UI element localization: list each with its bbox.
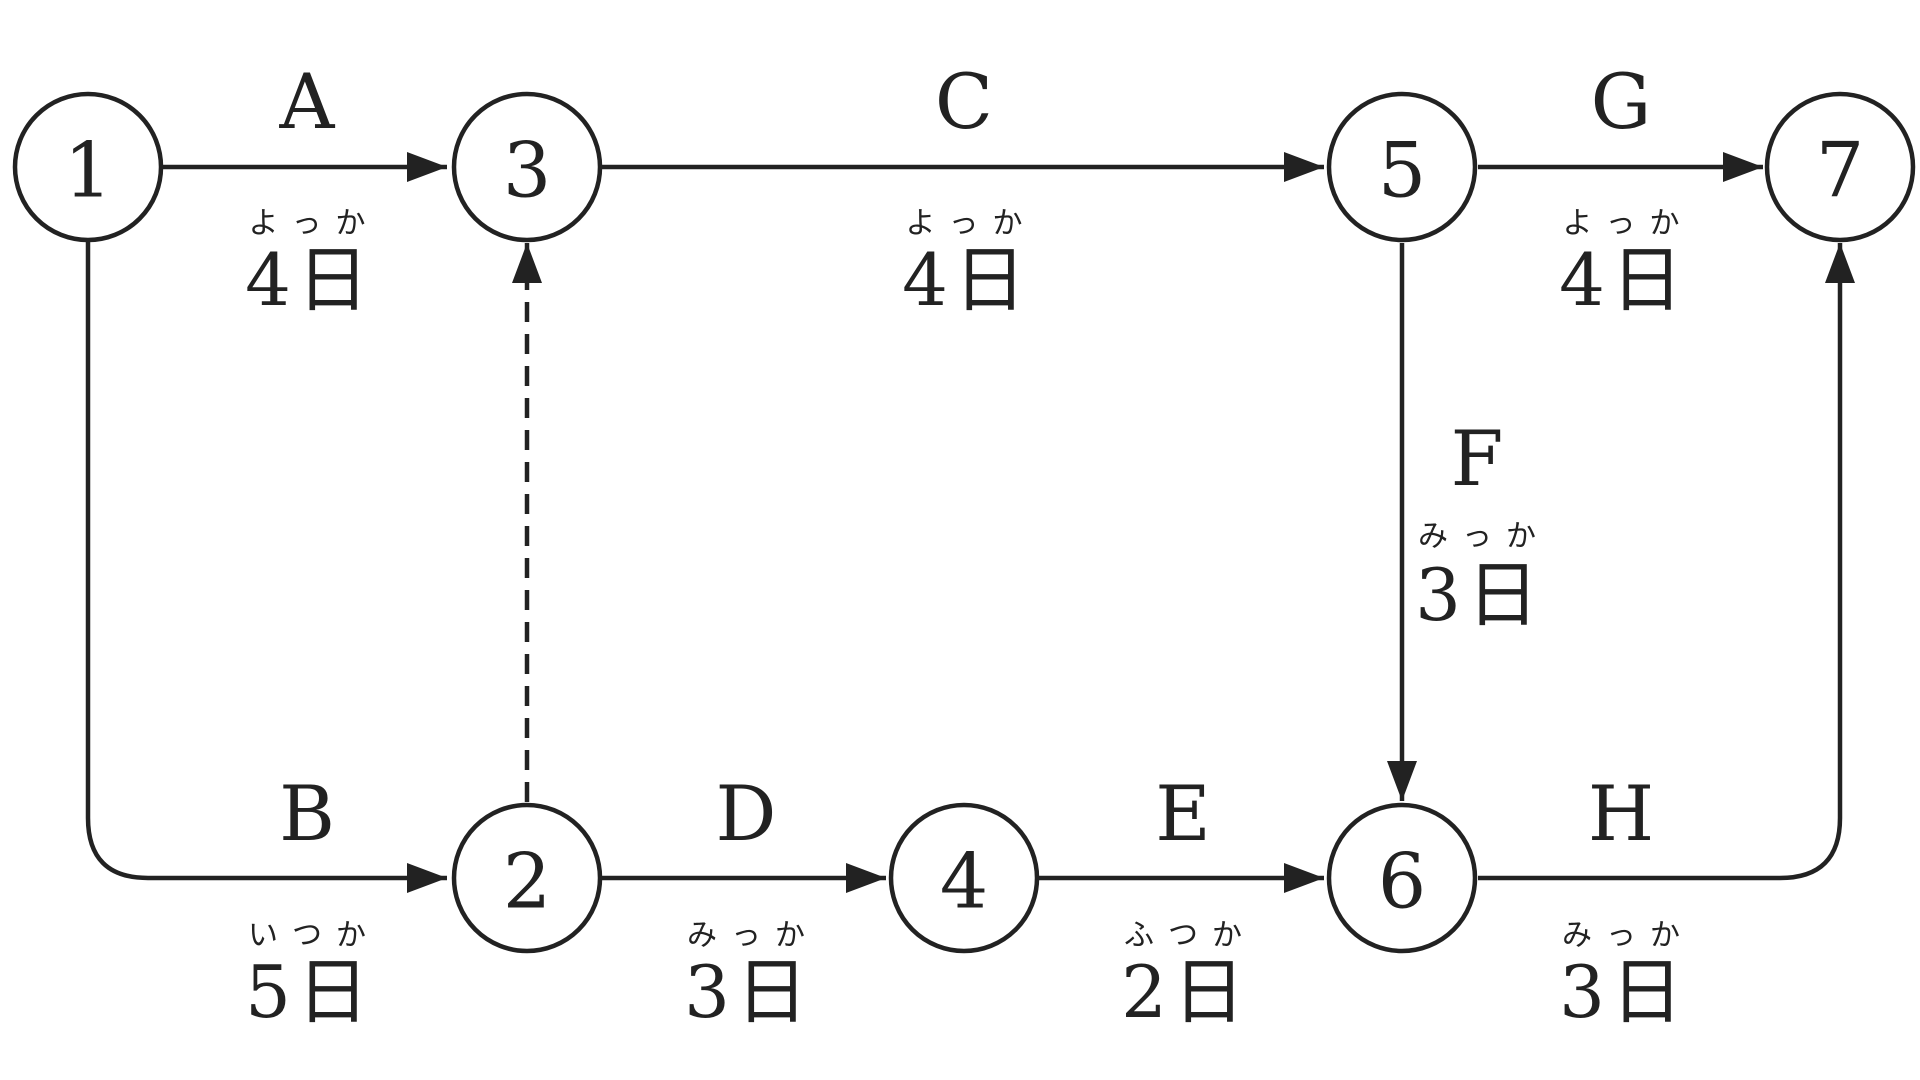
edge-C-ruby: よっか (905, 206, 1036, 241)
edge-G-ruby: よっか (1562, 206, 1693, 241)
edge-A-duration: 4日 (245, 238, 375, 322)
node-4-label: 4 (940, 837, 988, 926)
node-2: 2 (451, 802, 603, 954)
node-5-label: 5 (1378, 126, 1426, 215)
edge-B-arrow (85, 240, 447, 893)
node-5: 5 (1326, 91, 1478, 243)
node-4-circle (888, 802, 1040, 954)
edge-F-duration: 3日 (1415, 553, 1545, 637)
node-3-circle (451, 91, 603, 243)
node-1: 1 (12, 91, 164, 243)
edge-D-ruby: みっか (687, 918, 819, 953)
edge-H-ruby: みっか (1562, 918, 1694, 953)
edge-H-letter: H (1588, 769, 1654, 858)
edge-E-letter: E (1155, 769, 1210, 858)
edge-C-duration: 4日 (902, 238, 1032, 322)
edge-A-ruby: よっか (248, 206, 379, 241)
node-6-label: 6 (1378, 837, 1426, 926)
node-6: 6 (1326, 802, 1478, 954)
edge-B-ruby: いつか (248, 918, 380, 953)
edge-D-duration: 3日 (684, 950, 814, 1034)
edge-G-letter: G (1591, 57, 1652, 146)
edge-H-duration: 3日 (1559, 950, 1689, 1034)
node-1-circle (12, 91, 164, 243)
node-5-circle (1326, 91, 1478, 243)
node-4: 4 (888, 802, 1040, 954)
edge-G-duration: 4日 (1559, 238, 1689, 322)
node-7-circle (1764, 91, 1916, 243)
edge-E-duration: 2日 (1121, 950, 1251, 1034)
node-3-label: 3 (503, 126, 551, 215)
edge-C-letter: C (935, 57, 993, 146)
edge-D-letter: D (716, 769, 777, 858)
node-7-label: 7 (1816, 126, 1864, 215)
edge-B-duration: 5日 (245, 950, 375, 1034)
node-6-circle (1326, 802, 1478, 954)
node-7: 7 (1764, 91, 1916, 243)
node-2-circle (451, 802, 603, 954)
edge-H-arrow (1478, 243, 1855, 881)
node-2-label: 2 (503, 837, 551, 926)
node-3: 3 (451, 91, 603, 243)
edge-E-ruby: ふつか (1124, 918, 1256, 953)
edge-F-letter: F (1451, 414, 1504, 503)
node-1-label: 1 (64, 126, 112, 215)
edge-B-letter: B (279, 769, 335, 858)
edge-A-letter: A (279, 57, 336, 146)
edge-F-ruby: みっか (1418, 519, 1550, 554)
